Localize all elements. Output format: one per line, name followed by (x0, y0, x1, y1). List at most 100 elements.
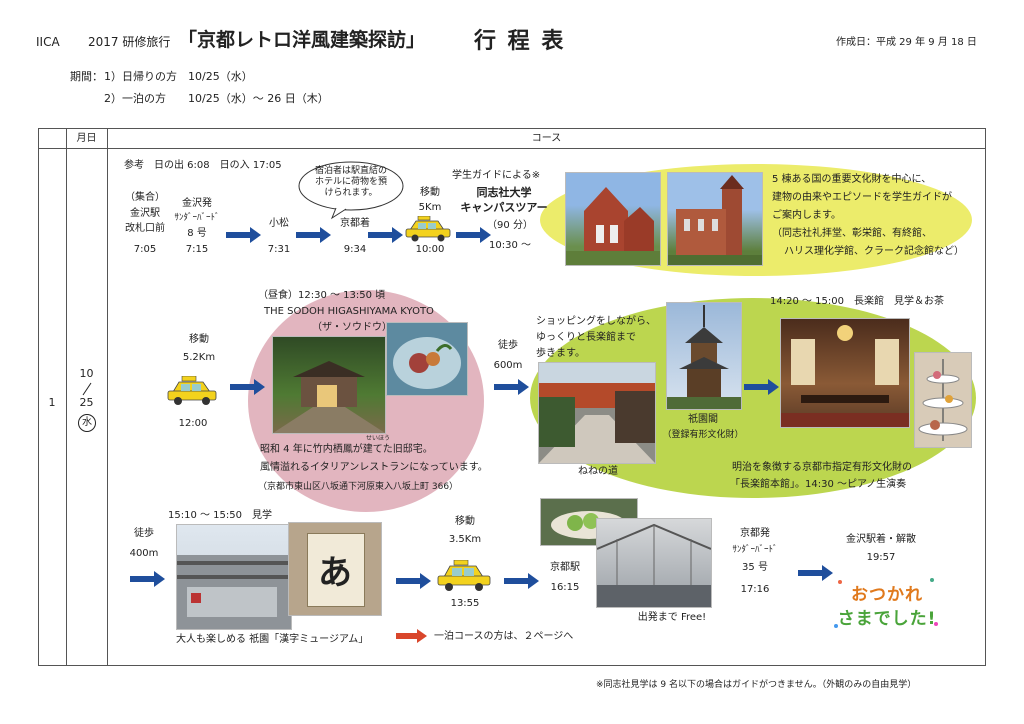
move-time: 10:00 (415, 244, 445, 255)
taxi-icon (405, 216, 451, 242)
created-date: 作成日：平成 29 年 9 月 18 日 (836, 37, 977, 48)
gather-label: （集合） (125, 192, 165, 203)
kanazawa-station: 金沢駅 (130, 208, 160, 219)
doshisha-chapel-photo (565, 172, 661, 266)
move-label: 移動 (189, 334, 209, 345)
komatsu-time: 7:31 (267, 244, 291, 255)
afternoon-tea-photo (914, 352, 972, 448)
col-rule-1 (66, 128, 67, 666)
tour-desc-1: 5 棟ある国の重要文化財を中心に、 (772, 174, 932, 185)
restaurant-name: THE SODOH HIGASHIYAMA KYOTO (264, 306, 434, 317)
guide-note: 学生ガイドによる※ (452, 170, 541, 181)
walk-distance: 400m (129, 548, 159, 559)
kyoto-arrival: 京都着 (340, 218, 370, 229)
kyoto-station-photo (596, 518, 712, 608)
shopping-desc-1: ショッピングをしながら、 (536, 316, 656, 327)
kanji-scroll-photo: あ (288, 522, 382, 616)
tour-desc-3: ご案内します。 (772, 210, 841, 221)
taxi-icon (167, 376, 217, 405)
schedule-heading: 行 程 表 (474, 29, 566, 54)
gion-kaku-label: 祇園閣 (688, 414, 718, 425)
chorakukan-time: 14:20 ～ 15:00 長楽館 見学＆お茶 (770, 296, 944, 307)
date-weekday: 水 (78, 414, 96, 432)
lunch-time: （昼食）12:30 ～ 13:50 頃 (258, 290, 386, 301)
period-1: 1）日帰りの方 10/25（水） (104, 70, 253, 83)
nene-road-label: ねねの道 (578, 466, 618, 477)
restaurant-ruby: せいほう (366, 435, 391, 442)
ticket-gate: 改札口前 (125, 223, 165, 234)
restaurant-dish-photo (386, 322, 468, 396)
tour-desc-4: （同志社礼拝堂、彰栄館、有終館、 (772, 228, 932, 239)
schedule-table (38, 128, 986, 666)
period-2: 2）一泊の方 10/25（水）～ 26 日（木） (104, 92, 329, 105)
page-title: 「京都レトロ洋風建築探訪」 (178, 29, 426, 51)
tour-desc-2: 建物の由来やエピソードを学生ガイドが (772, 192, 952, 203)
move-label: 移動 (420, 187, 440, 198)
col-header-date: 月日 (76, 133, 97, 144)
walk-distance: 600m (493, 360, 523, 371)
org-name: IICA (36, 35, 60, 49)
dep-time: 7:15 (185, 244, 209, 255)
train-number: 35 号 (742, 562, 768, 573)
walk-label: 徒歩 (498, 340, 518, 351)
museum-time: 15:10 ～ 15:50 見学 (168, 510, 272, 521)
doshisha-hall-photo (667, 172, 763, 266)
kyoto-station-time: 16:15 (550, 582, 580, 593)
arrow-icon (504, 573, 539, 589)
campus-time: 10:30 ～ (489, 240, 531, 251)
move-distance: 3.5Km (448, 534, 482, 545)
date-day: 25 (79, 396, 94, 409)
restaurant-kana: （ザ・ソウドウ） (312, 322, 392, 333)
restaurant-desc-2: 風情溢れるイタリアンレストランになっています。 (260, 462, 488, 473)
walk-label: 徒歩 (134, 528, 154, 539)
arrow-icon (744, 379, 779, 395)
date-slash (82, 382, 92, 396)
row-number: 1 (48, 396, 56, 409)
shopping-desc-2: ゆっくりと長楽館まで (536, 332, 636, 343)
move-time: 12:00 (178, 418, 208, 429)
chorakukan-desc-2: 「長楽館本館」。14:30 ～ピアノ生演奏 (730, 479, 907, 490)
period-label: 期間： (70, 70, 103, 83)
free-time-label: 出発まで Free! (637, 612, 707, 623)
col-header-course: コース (531, 133, 562, 144)
arrow-icon (226, 227, 261, 243)
arrow-icon (456, 227, 491, 243)
train-name: ｻﾝﾀﾞｰﾊﾞｰﾄﾞ (174, 213, 220, 223)
train-name: ｻﾝﾀﾞｰﾊﾞｰﾄﾞ (732, 545, 778, 555)
arrow-icon (130, 571, 165, 587)
chorakukan-interior-photo (780, 318, 910, 428)
restaurant-desc-1: 昭和 4 年に竹内栖鳳が建てた旧邸宅。 (260, 444, 433, 455)
kanji-character: あ (318, 553, 352, 593)
overnight-note: 一泊コースの方は、２ページへ (434, 631, 574, 642)
red-arrow-icon (396, 629, 427, 643)
move-time: 13:55 (450, 598, 480, 609)
nene-road-photo (538, 362, 656, 464)
shopping-desc-3: 歩きます。 (536, 348, 585, 359)
move-distance: 5Km (418, 202, 442, 213)
dep-label: 金沢発 (182, 198, 212, 209)
kyoto-station-label: 京都駅 (550, 562, 580, 573)
chorakukan-desc-1: 明治を象徴する京都市指定有形文化財の (732, 462, 912, 473)
footer-note: ※同志社見学は 9 名以下の場合はガイドがつきません。（外観のみの自由見学） (596, 680, 917, 690)
gate-time: 7:05 (133, 244, 157, 255)
bubble-text: 宿泊者は駅直結のホテルに荷物を預けられます。 (314, 166, 387, 198)
campus-duration: （90 分） (487, 220, 533, 231)
arrow-icon (296, 227, 331, 243)
arrow-icon (230, 379, 265, 395)
restaurant-exterior-photo (272, 336, 386, 434)
train-number: 8 号 (187, 228, 207, 239)
kyoto-dep-time: 17:16 (740, 584, 770, 595)
kyoto-dep-label: 京都発 (740, 528, 770, 539)
gion-kaku-photo (666, 302, 742, 410)
kanazawa-arrival: 金沢駅着・解散 (846, 534, 916, 545)
gion-kaku-status: （登録有形文化財） (662, 430, 744, 440)
move-distance: 5.2Km (182, 352, 216, 363)
trip-name: 2017 研修旅行 (88, 35, 171, 49)
otsukare-logo: おつかれ さまでした! (832, 574, 942, 634)
col-rule-2 (107, 128, 108, 666)
campus-name: 同志社大学 (476, 186, 532, 199)
campus-tour: キャンパスツアー (460, 201, 548, 214)
sun-times: 参考 日の出 6:08 日の入 17:05 (124, 160, 282, 171)
kyoto-arrival-time: 9:34 (343, 244, 367, 255)
kanji-museum-photo (176, 524, 292, 630)
